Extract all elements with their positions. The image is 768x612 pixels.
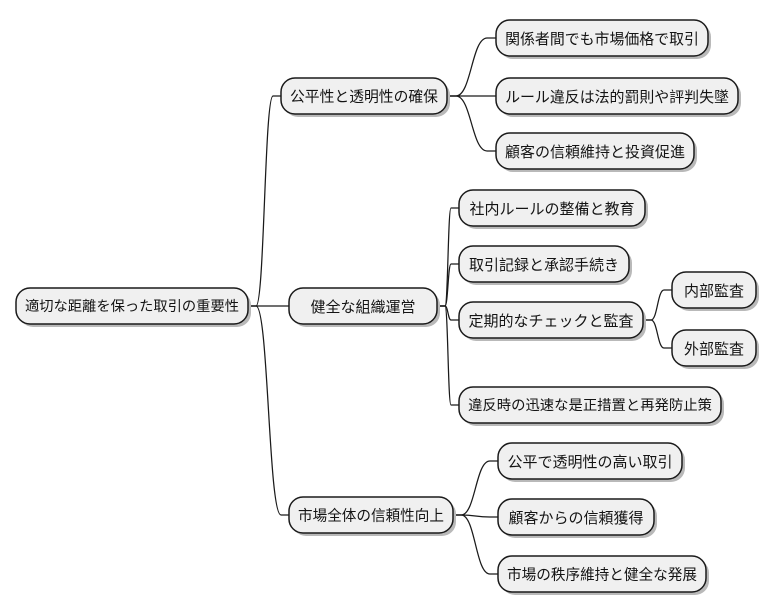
node-label: 外部監査 xyxy=(684,340,744,358)
node-label: 内部監査 xyxy=(684,282,744,300)
mindmap-node[interactable]: 取引記録と承認手続き xyxy=(458,245,632,285)
mindmap-edge xyxy=(436,305,460,406)
mindmap-node[interactable]: 健全な組織運営 xyxy=(288,287,440,327)
node-box[interactable] xyxy=(458,301,644,339)
node-label: 公平で透明性の高い取引 xyxy=(507,453,672,471)
node-box[interactable] xyxy=(495,19,709,57)
node-label: 違反時の迅速な是正措置と再発防止策 xyxy=(468,397,712,414)
mindmap-edge xyxy=(452,460,499,516)
node-box[interactable] xyxy=(495,77,739,115)
mindmap-edge xyxy=(452,514,499,575)
mindmap-edge xyxy=(436,305,460,321)
node-box[interactable] xyxy=(288,287,438,325)
node-label: 公平性と透明性の確保 xyxy=(290,89,438,106)
node-layer: 適切な距離を保った取引の重要性 公平性と透明性の確保 関係者間でも市場価格で取引ルー… xyxy=(15,19,759,595)
mindmap-edge xyxy=(642,289,673,321)
mindmap-edge xyxy=(642,319,673,349)
mindmap-node[interactable]: 違反時の迅速な是正措置と再発防止策 xyxy=(458,386,724,426)
mindmap-node[interactable]: 定期的なチェックと監査 xyxy=(458,301,646,341)
mindmap-node[interactable]: 顧客の信頼維持と投資促進 xyxy=(495,132,697,172)
mindmap-edge xyxy=(446,95,497,152)
node-box[interactable] xyxy=(671,329,757,367)
mindmap-node[interactable]: 外部監査 xyxy=(671,329,759,369)
node-box[interactable] xyxy=(458,245,630,283)
node-label: 健全な組織運営 xyxy=(310,298,415,316)
node-label: 顧客からの信頼獲得 xyxy=(508,509,643,527)
mindmap-node[interactable]: 内部監査 xyxy=(671,271,759,311)
node-box[interactable] xyxy=(458,386,722,424)
node-label: 適切な距離を保った取引の重要性 xyxy=(25,297,239,315)
node-box[interactable] xyxy=(280,77,448,115)
node-box[interactable] xyxy=(15,287,249,325)
mindmap-edge xyxy=(446,37,497,97)
node-box[interactable] xyxy=(497,498,655,536)
mindmap-node[interactable]: 公平で透明性の高い取引 xyxy=(497,442,685,482)
mindmap-node[interactable]: ルール違反は法的罰則や評判失墜 xyxy=(495,77,741,117)
node-label: 関係者間でも市場価格で取引 xyxy=(505,30,699,48)
node-label: 定期的なチェックと監査 xyxy=(468,312,633,330)
node-label: 取引記録と承認手続き xyxy=(469,256,619,274)
node-label: 市場の秩序維持と健全な発展 xyxy=(507,566,697,584)
mindmap-node[interactable]: 顧客からの信頼獲得 xyxy=(497,498,657,538)
mindmap-edge xyxy=(247,305,290,516)
node-label: 市場全体の信頼性向上 xyxy=(298,507,444,525)
node-box[interactable] xyxy=(497,442,683,480)
node-box[interactable] xyxy=(288,496,454,534)
mindmap-edge xyxy=(247,95,282,307)
mindmap-node[interactable]: 社内ルールの整備と教育 xyxy=(458,189,648,229)
mindmap-node[interactable]: 市場の秩序維持と健全な発展 xyxy=(497,555,709,595)
node-label: ルール違反は法的罰則や評判失墜 xyxy=(505,88,729,106)
node-box[interactable] xyxy=(671,271,757,309)
node-label: 顧客の信頼維持と投資促進 xyxy=(505,143,685,161)
mindmap-node[interactable]: 公平性と透明性の確保 xyxy=(280,77,450,117)
node-label: 社内ルールの整備と教育 xyxy=(469,200,634,218)
node-box[interactable] xyxy=(495,132,695,170)
node-box[interactable] xyxy=(458,189,646,227)
node-box[interactable] xyxy=(497,555,707,593)
mindmap-node[interactable]: 市場全体の信頼性向上 xyxy=(288,496,456,536)
mindmap-node[interactable]: 関係者間でも市場価格で取引 xyxy=(495,19,711,59)
mindmap-node[interactable]: 適切な距離を保った取引の重要性 xyxy=(15,287,251,327)
edge-layer xyxy=(247,37,673,575)
